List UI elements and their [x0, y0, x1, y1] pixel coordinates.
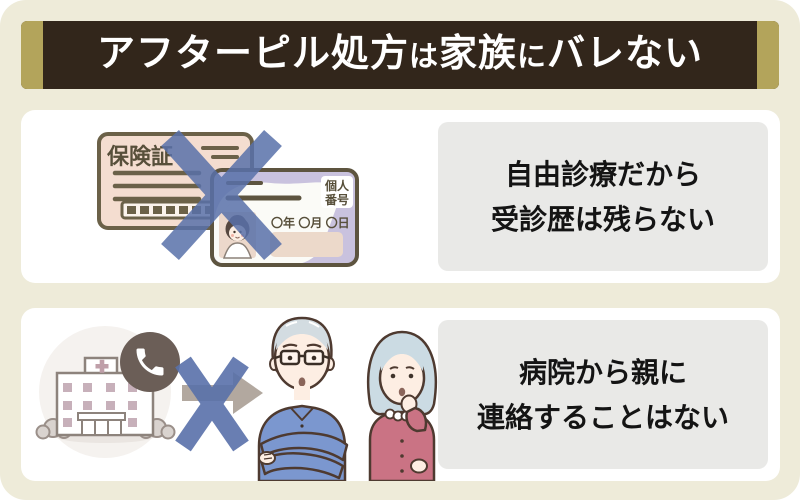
caption-box-no-contact: 病院から親に 連絡することはない — [438, 320, 768, 469]
hospital-entrance — [77, 412, 126, 436]
title-segment: バレない — [547, 32, 704, 75]
row-free-treatment: 保険証 — [21, 110, 780, 283]
page-title: アフターピル処方は家族にバレない — [97, 20, 703, 91]
insurance-card-label: 保険証 — [106, 144, 173, 169]
phone-icon — [120, 332, 180, 392]
mother-figure — [366, 330, 438, 481]
father-figure — [257, 316, 349, 481]
caption-line: 連絡することはない — [476, 401, 729, 433]
hospital-parents-illustration — [35, 316, 438, 481]
cards-crossed-illustration: 保険証 — [97, 129, 359, 267]
title-segment: 家族 — [438, 32, 517, 75]
caption-line: 自由診療だから — [504, 158, 701, 190]
hospital-cross — [95, 359, 109, 373]
hospital-windows — [63, 383, 137, 427]
caption-line: 病院から親に — [518, 356, 687, 388]
title-particle: は — [408, 40, 439, 73]
mynumber-date-placeholder: 〇年 〇月 〇日 — [271, 215, 350, 230]
title-segment: アフターピル処方 — [96, 32, 409, 75]
cross-icon — [175, 356, 249, 452]
title-particle: に — [517, 40, 548, 73]
mynumber-label: 個人 — [324, 178, 350, 193]
row-no-contact: 病院から親に 連絡することはない — [21, 308, 780, 481]
cross-icon — [161, 129, 282, 261]
caption-box-free-treatment: 自由診療だから 受診歴は残らない — [438, 122, 768, 271]
mynumber-label: 番号 — [324, 192, 349, 207]
banner-accent-left — [21, 21, 43, 89]
caption-line: 受診歴は残らない — [490, 203, 715, 235]
header-banner: アフターピル処方は家族にバレない — [21, 21, 779, 89]
banner-accent-right — [757, 21, 779, 89]
